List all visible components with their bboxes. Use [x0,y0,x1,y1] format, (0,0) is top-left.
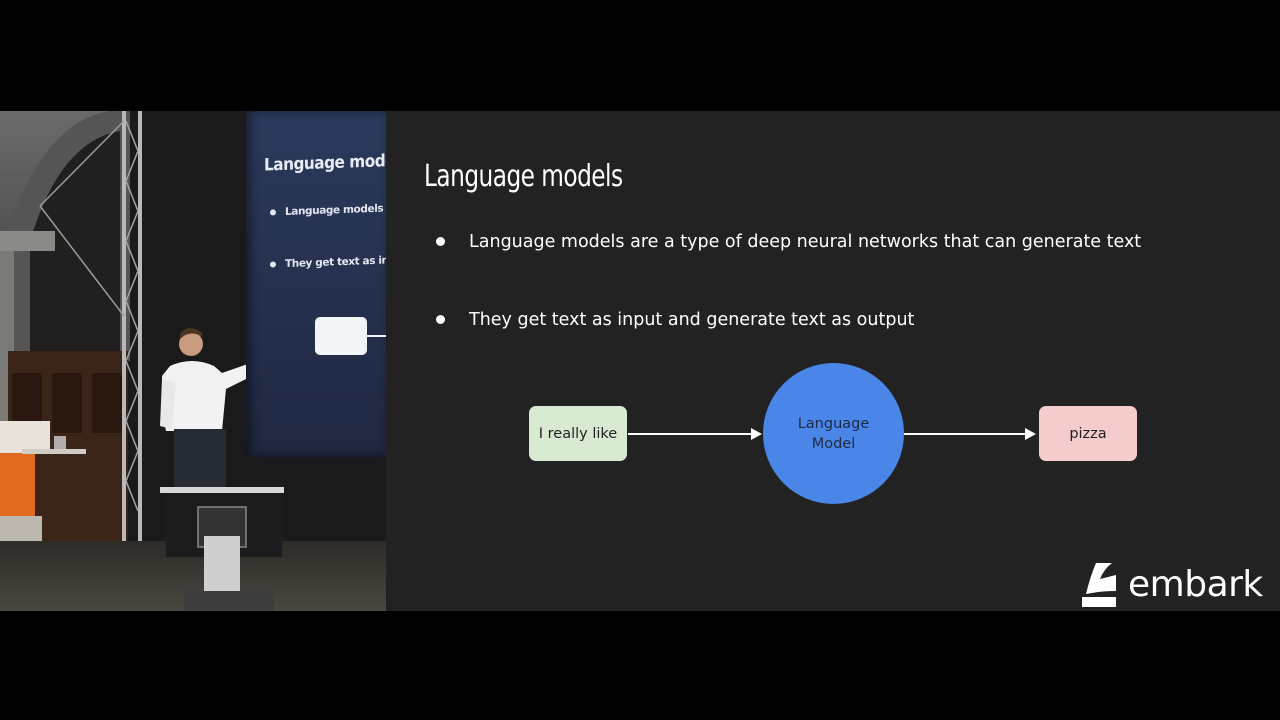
bullet-dot-icon [436,314,445,324]
bullet-dot-icon [436,236,445,246]
diagram-arrow-right-icon [628,428,762,440]
projected-slide-title: Language models [264,150,386,176]
model-label-line: Language [797,415,870,432]
diagram-input-box: I really like [529,406,627,461]
embark-logo-mark-icon [1082,563,1116,607]
projected-diagram-box [315,317,367,355]
embark-logo-wordmark: embark [1128,564,1263,605]
projected-bullet: Language models are a [270,201,386,218]
bullet-item: They get text as input and generate text… [436,310,914,330]
projected-diagram-arrow [367,335,386,337]
video-frame: Language models Language models are a Th… [0,111,1280,611]
embark-logo: embark [1082,562,1278,608]
bullet-text: They get text as input and generate text… [469,310,915,330]
presentation-slide: Language models Language models are a ty… [386,111,1280,611]
projected-bullet: They get text as input a [270,253,386,270]
diagram-model-circle: Language Model [763,363,904,504]
bullet-text: Language models are a type of deep neura… [469,232,1142,252]
model-label-line: Model [811,435,856,452]
speaker-camera-view: Language models Language models are a Th… [0,111,386,611]
slide-title: Language models [424,159,623,194]
projected-slide: Language models Language models are a Th… [246,111,386,457]
bullet-item: Language models are a type of deep neura… [436,232,1141,252]
diagram-arrow-right-icon [904,428,1036,440]
diagram-output-box: pizza [1039,406,1137,461]
